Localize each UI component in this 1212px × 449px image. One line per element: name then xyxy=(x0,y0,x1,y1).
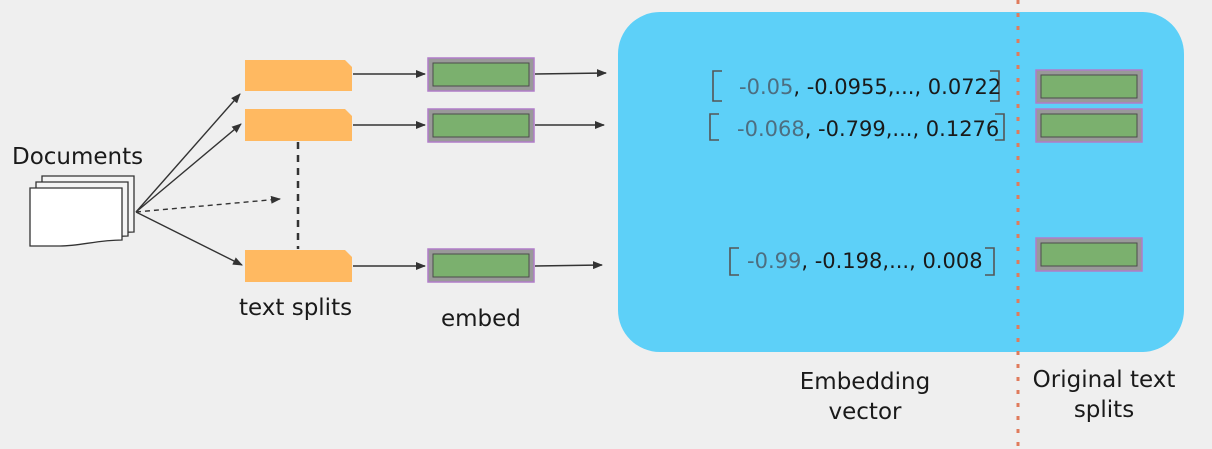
vector-texts: -0.05, -0.0955,..., 0.0722 -0.068, -0.79… xyxy=(737,75,1001,273)
vector-2-rest: , -0.799,..., 0.1276 xyxy=(805,117,1000,141)
vector-store-box xyxy=(618,12,1184,352)
text-split-1 xyxy=(245,60,352,91)
doc-arrows xyxy=(135,93,281,266)
vector-1-text: -0.05, -0.0955,..., 0.0722 xyxy=(739,75,1001,99)
text-split-2 xyxy=(245,109,352,141)
embed-box-3 xyxy=(427,248,535,283)
vector-1-first: -0.05 xyxy=(739,75,793,99)
split-to-embed-arrows xyxy=(353,70,426,270)
text-split-3 xyxy=(245,250,352,282)
text-splits-label: text splits xyxy=(239,295,353,321)
embed-box-2 xyxy=(427,108,535,143)
vector-2-text: -0.068, -0.799,..., 0.1276 xyxy=(737,117,999,141)
vector-3-rest: , -0.198,..., 0.008 xyxy=(801,249,982,273)
embedding-vector-label: Embedding vector xyxy=(799,369,931,425)
vector-1-rest: , -0.0955,..., 0.0722 xyxy=(793,75,1001,99)
original-split-box-1 xyxy=(1035,69,1143,104)
vector-3-first: -0.99 xyxy=(747,249,801,273)
documents-label: Documents xyxy=(12,144,144,170)
original-split-box-2 xyxy=(1035,108,1143,143)
original-split-boxes xyxy=(1035,69,1143,272)
vector-3-text: -0.99, -0.198,..., 0.008 xyxy=(747,249,983,273)
embed-box-1 xyxy=(427,57,535,92)
embed-to-store-arrows xyxy=(534,69,607,270)
embed-boxes xyxy=(427,57,535,283)
text-split-shapes xyxy=(245,60,352,282)
embed-label: embed xyxy=(441,306,521,332)
vector-brackets xyxy=(709,70,1005,276)
original-text-splits-label: Original text splits xyxy=(1032,367,1176,423)
original-split-box-3 xyxy=(1035,237,1143,272)
vector-2-first: -0.068 xyxy=(737,117,805,141)
documents-icon xyxy=(29,175,135,247)
